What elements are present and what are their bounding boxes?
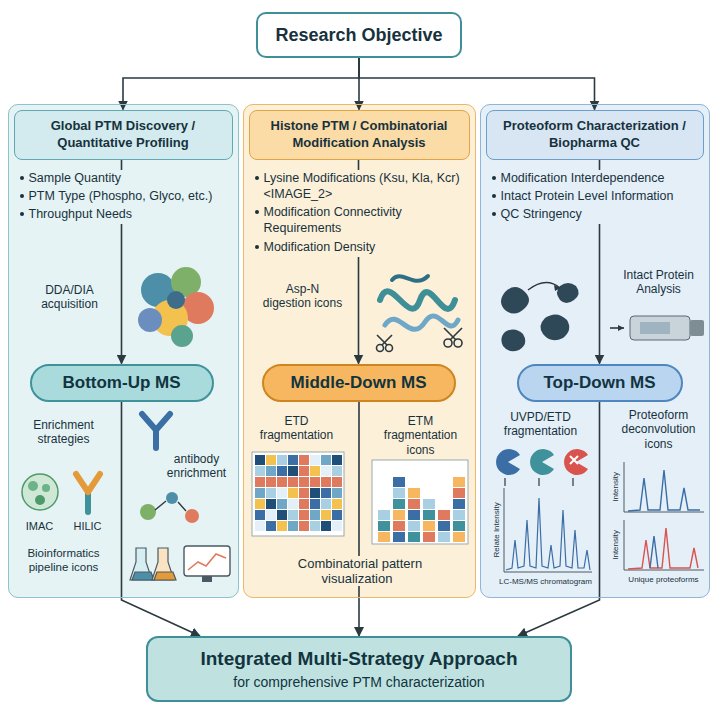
bullet-item: Sample Quantity: [18, 170, 232, 186]
annotation: Unique proteoforms: [622, 575, 706, 585]
box-label: Integrated Multi-Strategy Approach: [200, 648, 517, 670]
panel-text: HILIC: [73, 520, 101, 532]
box-label: Top-Down MS: [543, 373, 655, 393]
bullet-item: Intact Protein Level Information: [490, 188, 706, 204]
panel-heading: Histone PTM / Combinatorial Modification…: [249, 110, 470, 160]
bullet-list: Lysine Modifications (Ksu, Kla, Kcr) <IM…: [253, 170, 469, 257]
annotation: Proteoform deconvolution icons: [610, 408, 708, 452]
panel-text: Intensity: [611, 529, 620, 559]
panel-text: Asp-N digestion icons: [263, 282, 342, 311]
annotation: Intact Protein Analysis: [612, 268, 706, 297]
method-box: Middle-Down MS: [262, 364, 456, 402]
panel-text: IMAC: [26, 520, 54, 532]
annotation: UVPD/ETD fragmentation: [490, 410, 592, 439]
deconvolution-plots: [624, 462, 704, 570]
bullet-item: Lysine Modifications (Ksu, Kla, Kcr) <IM…: [253, 170, 469, 203]
panel-text: Unique proteoforms: [628, 575, 698, 584]
flow-arrow: [359, 58, 595, 110]
axis-label: Intensity: [611, 514, 621, 574]
annotation: Asp-N digestion icons: [262, 282, 344, 311]
panel-heading: Global PTM Discovery / Quantitative Prof…: [14, 110, 233, 160]
bullet-item: Throughput Needs: [18, 206, 232, 222]
annotation: Combinatorial pattern visualization: [289, 556, 429, 588]
panel-text: antibody enrichment: [167, 452, 226, 481]
flow-arrow: [123, 58, 359, 110]
bullet-item: Modification Density: [253, 239, 469, 255]
imac-cells-icon: [22, 474, 58, 510]
heatmap: [255, 455, 342, 531]
annotation: LC-MS/MS chromatogram: [496, 577, 596, 587]
strategy-panel: Modification InterdependenceIntact Prote…: [480, 104, 710, 598]
panel-heading: Proteoform Characterization / Biopharma …: [486, 110, 704, 160]
annotation: antibody enrichment: [160, 452, 234, 481]
bullet-item: PTM Type (Phospho, Glyco, etc.): [18, 188, 232, 204]
bullet-item: QC Stringency: [490, 206, 706, 222]
box-label: Proteoform Characterization / Biopharma …: [495, 118, 695, 151]
column-instrument: [610, 316, 704, 340]
box-label: Histone PTM / Combinatorial Modification…: [258, 118, 461, 151]
panel-text: Intensity: [611, 471, 620, 501]
objective-box: Research Objective: [256, 12, 462, 58]
scissors-icon: [377, 328, 463, 352]
annotation: ETM fragmentation icons: [374, 414, 468, 458]
box-label: Middle-Down MS: [291, 373, 427, 393]
bullet-list: Modification InterdependenceIntact Prote…: [490, 170, 706, 225]
monitor-icon: [184, 546, 230, 582]
pattern-chart: [378, 477, 465, 542]
chromatogram: [504, 488, 592, 572]
panel-fill: [480, 104, 710, 598]
panel-text: LC-MS/MS chromatogram: [499, 577, 592, 586]
box-label: Global PTM Discovery / Quantitative Prof…: [23, 118, 224, 151]
panel-text: Combinatorial pattern visualization: [295, 556, 422, 587]
fragmentation-icons: [496, 449, 588, 486]
annotation: Bioinformatics pipeline icons: [14, 546, 114, 574]
intact-protein-blobs: [501, 283, 579, 351]
panel-text: ETM fragmentation icons: [384, 414, 457, 457]
integration-box: Integrated Multi-Strategy Approach for co…: [146, 636, 572, 702]
panel-text: Relate Intensity: [492, 502, 501, 557]
box-label: Research Objective: [275, 25, 442, 46]
arrow-head: [554, 285, 560, 291]
method-box: Top-Down MS: [517, 364, 683, 402]
antibody-icon: [142, 414, 170, 448]
panel-text: Proteoform deconvolution icons: [621, 408, 695, 451]
box-label: for comprehensive PTM characterization: [233, 674, 484, 690]
panel-text: Bioinformatics pipeline icons: [27, 547, 99, 573]
annotation: IMAC: [18, 520, 62, 533]
box-label: Bottom-Up MS: [62, 373, 180, 393]
protein-illustration: [138, 267, 214, 347]
panel-text: ETD fragmentation: [260, 414, 333, 443]
method-box: Bottom-Up MS: [30, 364, 214, 402]
curved-arrow: [528, 282, 560, 290]
workflow-icon: [140, 492, 199, 523]
flow-arrow: [358, 402, 360, 637]
strategy-panel: Lysine Modifications (Ksu, Kla, Kcr) <IM…: [243, 104, 476, 598]
flow-arrow: [122, 402, 201, 637]
bullet-list: Sample QuantityPTM Type (Phospho, Glyco,…: [18, 170, 232, 225]
annotation: Enrichment strategies: [16, 418, 112, 447]
panel-text: Intact Protein Analysis: [623, 268, 694, 297]
bullet-item: Modification Connectivity Requirements: [253, 204, 469, 237]
annotation: HILIC: [66, 520, 110, 533]
pattern-chart-frame: [372, 460, 468, 544]
bullet-item: Modification Interdependence: [490, 170, 706, 186]
axis-label: Relate Intensity: [492, 494, 502, 564]
strategy-panel: Sample QuantityPTM Type (Phospho, Glyco,…: [8, 104, 239, 598]
hilic-icon: [76, 474, 100, 512]
panel-text: DDA/DIA acquisition: [41, 283, 98, 312]
panel-fill: [8, 104, 239, 598]
panel-text: UVPD/ETD fragmentation: [504, 410, 577, 439]
panel-text: Enrichment strategies: [33, 418, 94, 447]
annotation: DDA/DIA acquisition: [26, 283, 114, 312]
annotation: ETD fragmentation: [252, 414, 342, 443]
protein-ribbon: [380, 276, 458, 329]
flasks-icon: [130, 548, 176, 580]
heatmap-frame: [252, 452, 344, 536]
axis-label: Intensity: [611, 456, 621, 516]
